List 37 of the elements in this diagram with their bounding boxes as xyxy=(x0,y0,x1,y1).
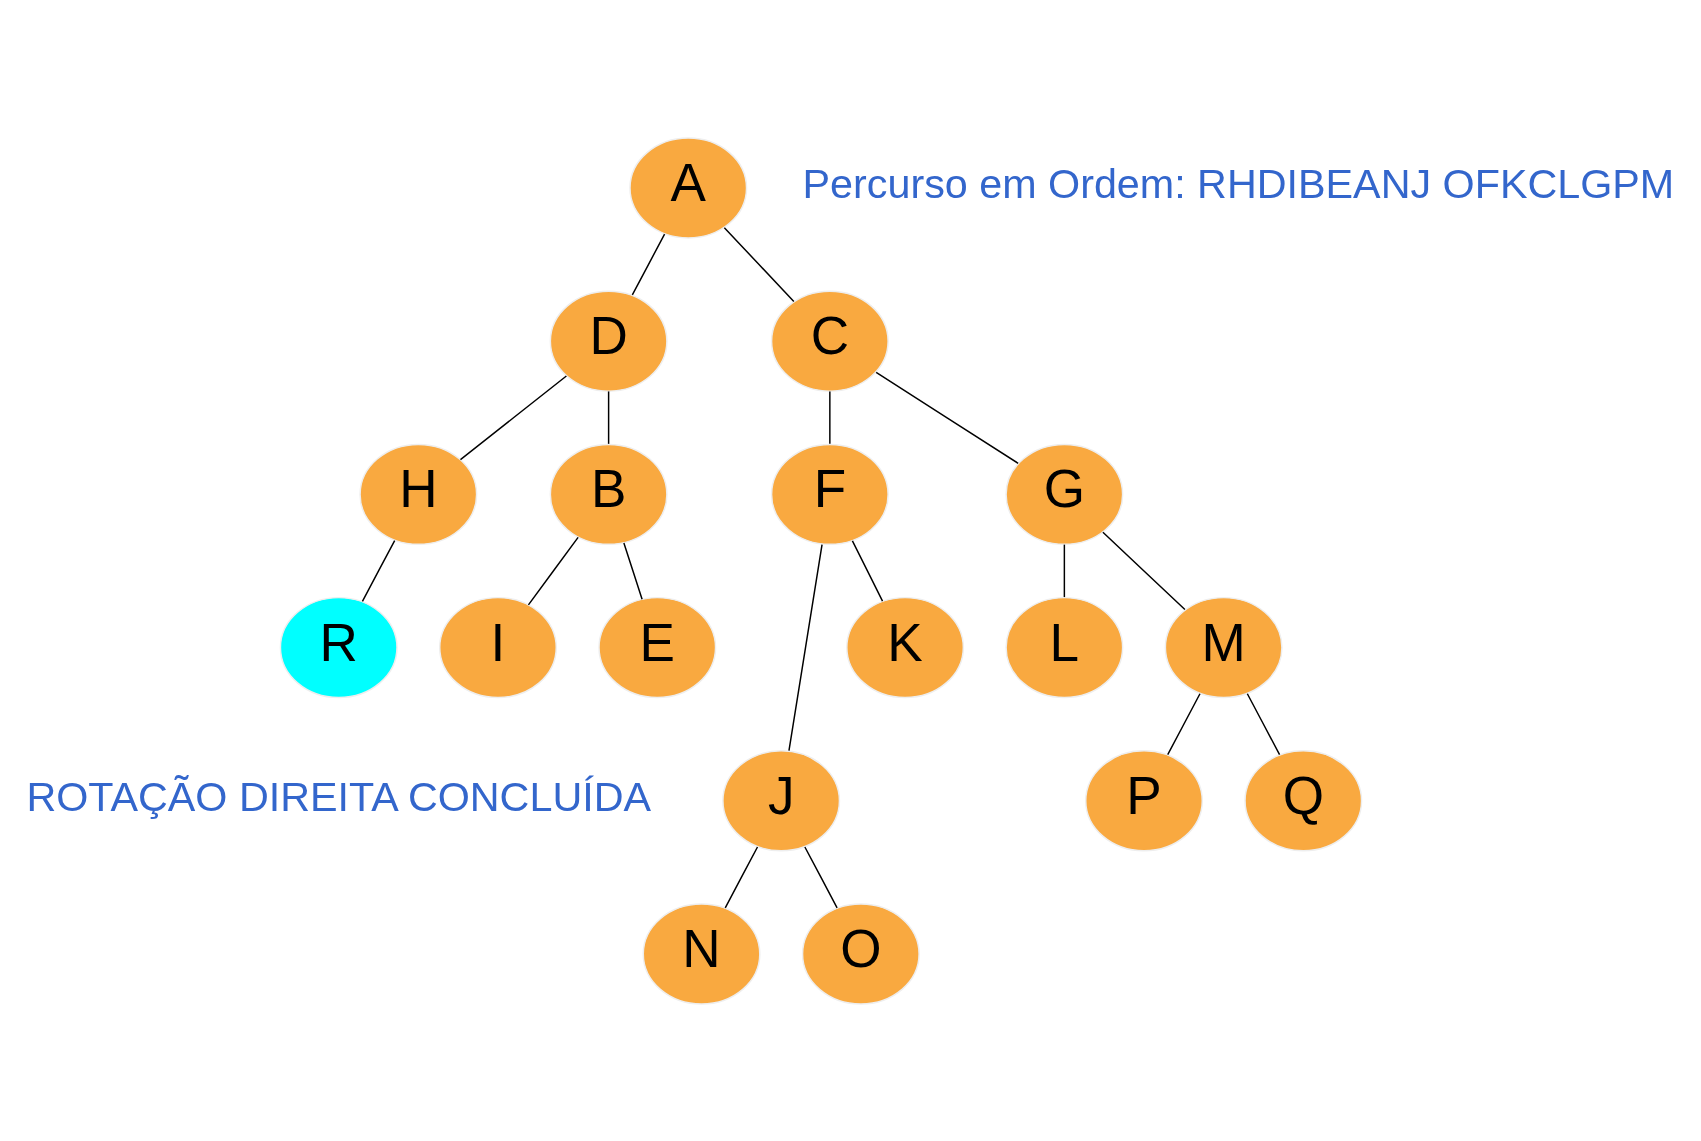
node-ellipse: R xyxy=(279,596,398,698)
node-ellipse: K xyxy=(846,596,965,698)
connector xyxy=(875,371,1019,464)
connector xyxy=(527,536,579,606)
connector xyxy=(623,541,643,600)
node-ellipse: I xyxy=(439,596,557,698)
node-ellipse: C xyxy=(770,289,889,392)
node-ellipse: E xyxy=(598,596,717,698)
node-ellipse: A xyxy=(629,136,748,239)
connector xyxy=(631,232,666,296)
node-ellipse: M xyxy=(1164,596,1283,698)
connector xyxy=(1246,692,1281,755)
connector xyxy=(723,226,795,302)
node-ellipse: H xyxy=(359,443,478,545)
node-ellipse: D xyxy=(549,289,668,392)
node-ellipse: O xyxy=(801,902,920,1005)
connector xyxy=(459,374,568,460)
connector xyxy=(361,539,396,602)
connector xyxy=(788,543,823,751)
node-ellipse: B xyxy=(549,443,668,545)
connector xyxy=(851,539,884,602)
connector xyxy=(1167,692,1201,755)
node-ellipse: N xyxy=(642,902,761,1005)
connector xyxy=(829,390,831,445)
label: Percurso em Ordem: RHDIBEANJ OFKCLGPM xyxy=(802,160,1675,207)
connector xyxy=(607,390,610,445)
node-ellipse: Q xyxy=(1244,749,1363,852)
node-ellipse: P xyxy=(1085,749,1203,852)
node-ellipse: G xyxy=(1005,443,1124,545)
node-ellipse: J xyxy=(722,749,841,852)
connector xyxy=(724,845,759,909)
node-ellipse: F xyxy=(770,443,889,545)
node-ellipse: L xyxy=(1005,596,1124,698)
connector xyxy=(1102,531,1186,610)
label: ROTAÇÃO DIREITA CONCLUÍDA xyxy=(26,773,652,820)
connector xyxy=(804,845,838,909)
connector xyxy=(1063,543,1066,598)
